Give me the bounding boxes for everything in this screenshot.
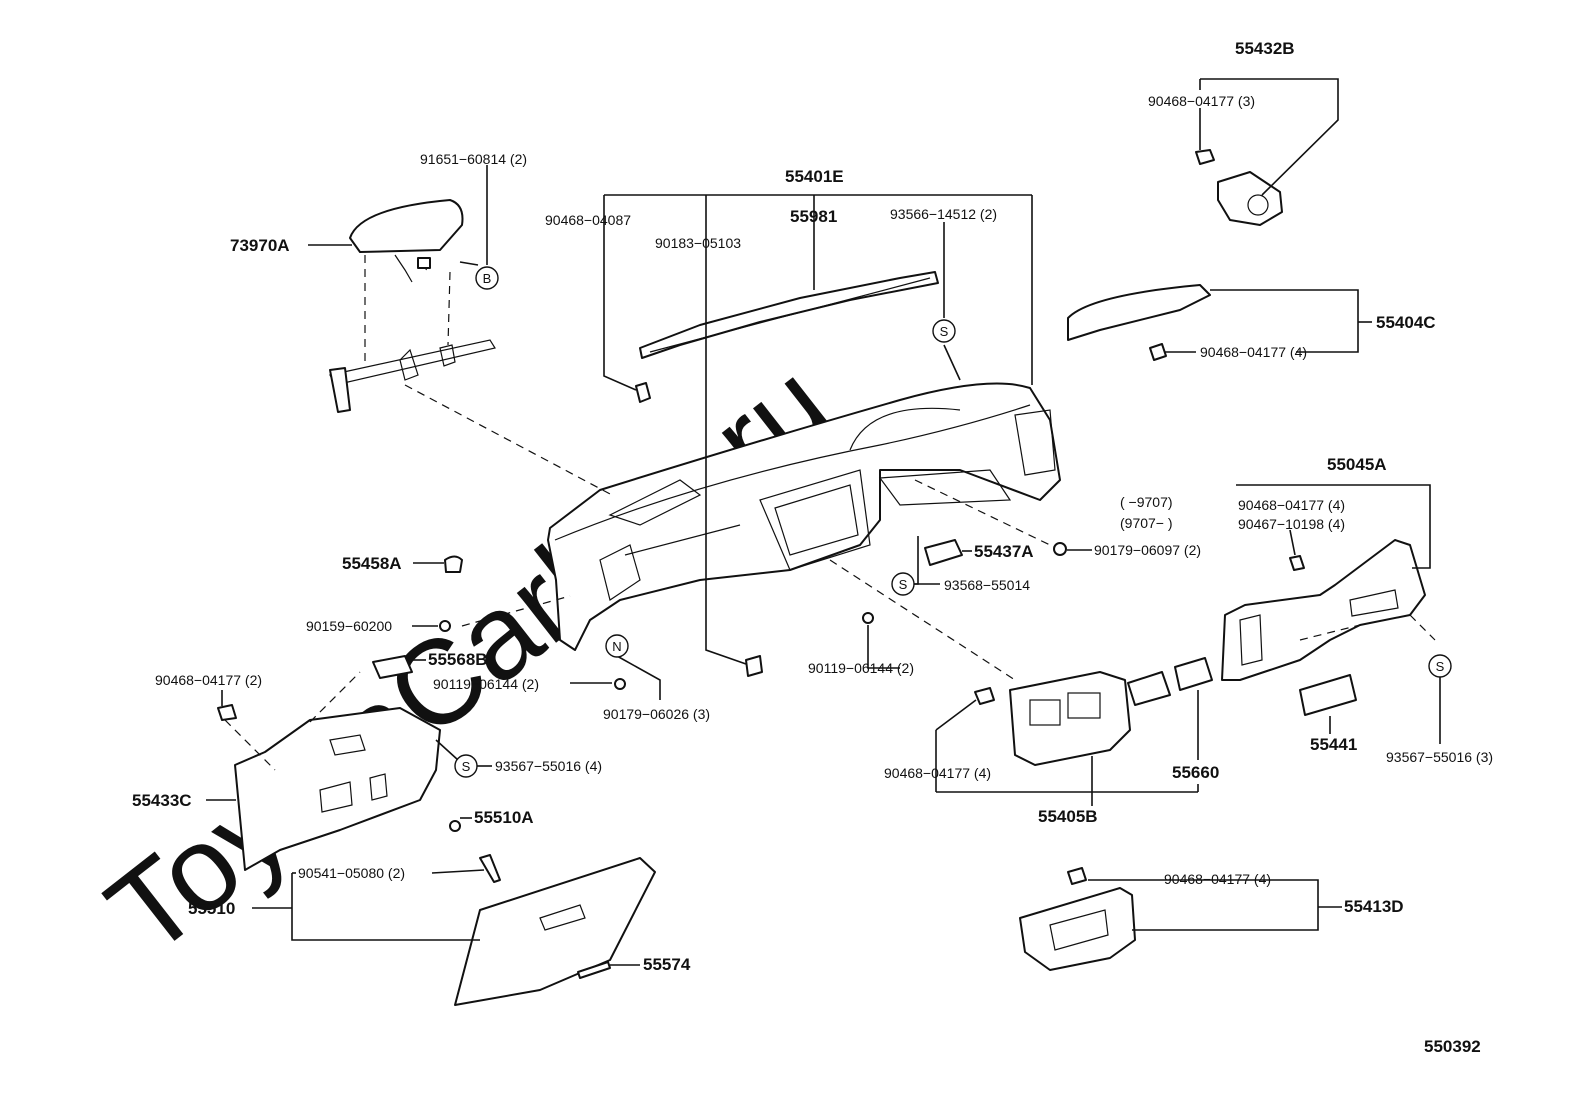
- symbol-s-3: S: [454, 754, 478, 778]
- pin-90541-05080: [479, 854, 501, 883]
- instrument-panel-55401E: [547, 382, 1061, 651]
- label-90183-05103: 90183−05103: [655, 235, 741, 251]
- part-55574: [577, 961, 611, 979]
- symbol-s-1: S: [932, 319, 956, 343]
- part-55660: [1127, 657, 1213, 706]
- label-90468-04177-4a: 90468−04177 (4): [1200, 344, 1307, 360]
- label-90468-04177-4c: 90468−04177 (4): [884, 765, 991, 781]
- label-55574: 55574: [643, 955, 691, 974]
- label-55510: 55510: [188, 899, 235, 918]
- clip-90468-04177-2: [217, 704, 237, 721]
- part-55413D: [1019, 867, 1136, 971]
- symbol-n: N: [605, 634, 629, 658]
- label-90468-04177-4b: 90468−04177 (4): [1238, 497, 1345, 513]
- part-55404C: [1067, 284, 1211, 361]
- part-55458A: [444, 555, 463, 573]
- label-55441: 55441: [1310, 735, 1357, 754]
- label-90119-06144-2a: 90119−06144 (2): [433, 676, 539, 692]
- part-55568B: [372, 655, 413, 679]
- symbol-s-2: S: [891, 572, 915, 596]
- label-90159-60200: 90159−60200: [306, 618, 392, 634]
- label-55401E: 55401E: [785, 167, 844, 186]
- label-9707-b: (9707− ): [1120, 515, 1173, 531]
- label-90179-06026: 90179−06026 (3): [603, 706, 710, 722]
- part-55045A: [1221, 539, 1426, 681]
- label-55510A: 55510A: [474, 808, 534, 827]
- symbol-b: B: [475, 266, 499, 290]
- label-55404C: 55404C: [1376, 313, 1436, 332]
- symbol-s-4: S: [1428, 654, 1452, 678]
- label-55405B: 55405B: [1038, 807, 1098, 826]
- label-90468-04177-2: 90468−04177 (2): [155, 672, 262, 688]
- label-93567-55016-3: 93567−55016 (3): [1386, 749, 1493, 765]
- label-93568-55014: 93568−55014: [944, 577, 1030, 593]
- nut-90179-06097: [1053, 542, 1067, 556]
- label-55437A: 55437A: [974, 542, 1034, 561]
- label-55045A: 55045A: [1327, 455, 1387, 474]
- cover-73970A: [349, 199, 464, 283]
- label-55981: 55981: [790, 207, 837, 226]
- svg-text:B: B: [483, 271, 492, 286]
- svg-text:S: S: [940, 324, 949, 339]
- screws: [439, 612, 874, 832]
- part-55441: [1299, 674, 1357, 716]
- figure-number: 550392: [1424, 1037, 1481, 1056]
- label-90541-05080: 90541−05080 (2): [298, 865, 405, 881]
- label-55458A: 55458A: [342, 554, 402, 573]
- leader-lines: [206, 78, 1441, 966]
- label-55432B: 55432B: [1235, 39, 1295, 58]
- label-55660: 55660: [1172, 763, 1219, 782]
- label-9707-a: ( −9707): [1120, 494, 1173, 510]
- svg-text:S: S: [1436, 659, 1445, 674]
- svg-text:N: N: [612, 639, 621, 654]
- label-90468-04087: 90468−04087: [545, 212, 631, 228]
- label-90119-06144-2b: 90119−06144 (2): [808, 660, 914, 676]
- part-55433C: [234, 707, 441, 871]
- svg-text:S: S: [899, 577, 908, 592]
- bracket: [329, 339, 496, 413]
- defroster-55981: [639, 271, 939, 359]
- part-55432B: [1195, 149, 1283, 226]
- label-90468-04177-4d: 90468−04177 (4): [1164, 871, 1271, 887]
- label-90468-04177-3: 90468−04177 (3): [1148, 93, 1255, 109]
- part-55510: [454, 857, 656, 1006]
- label-93567-55016-4: 93567−55016 (4): [495, 758, 602, 774]
- label-90467-10198: 90467−10198 (4): [1238, 516, 1345, 532]
- label-90179-06097: 90179−06097 (2): [1094, 542, 1201, 558]
- label-55433C: 55433C: [132, 791, 192, 810]
- label-55413D: 55413D: [1344, 897, 1404, 916]
- clip-90183-05103: [745, 655, 763, 677]
- clip-90468-04087: [635, 382, 651, 403]
- assembly-lines: [224, 255, 1436, 771]
- clip-90468-04177-4c: [974, 687, 995, 705]
- label-73970A: 73970A: [230, 236, 290, 255]
- part-55405B: [1009, 671, 1131, 766]
- label-93566-14512: 93566−14512 (2): [890, 206, 997, 222]
- label-55568B: 55568B: [428, 650, 488, 669]
- part-55437A: [924, 539, 963, 566]
- label-91651-60814: 91651−60814 (2): [420, 151, 527, 167]
- svg-text:S: S: [462, 759, 471, 774]
